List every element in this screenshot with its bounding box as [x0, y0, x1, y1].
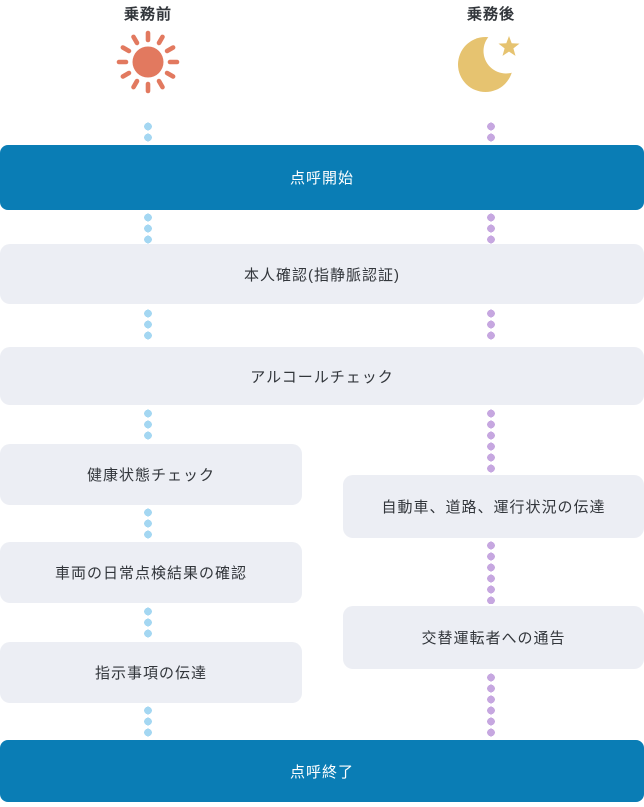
health-check-node: 健康状態チェック — [0, 444, 302, 505]
connector-dots — [487, 672, 495, 738]
after-duty-column-label: 乗務後 — [466, 6, 515, 23]
instructions-node: 指示事項の伝達 — [0, 642, 302, 703]
alcohol-check-node: アルコールチェック — [0, 347, 644, 405]
connector-dots — [144, 212, 152, 245]
start-node: 点呼開始 — [0, 145, 644, 210]
connector-dots — [144, 308, 152, 341]
moon-icon — [458, 28, 521, 92]
connector-dots — [487, 308, 495, 341]
connector-dots — [487, 121, 495, 143]
connector-dots — [144, 507, 152, 540]
connector-dots — [487, 540, 495, 604]
connector-dots — [144, 121, 152, 143]
relief-driver-notice-node: 交替運転者への通告 — [343, 606, 644, 669]
sun-icon — [116, 30, 180, 94]
connector-dots — [487, 212, 495, 245]
connector-dots — [144, 705, 152, 738]
vehicle-inspection-node: 車両の日常点検結果の確認 — [0, 542, 302, 603]
connector-dots — [144, 408, 152, 441]
vehicle-road-status-node: 自動車、道路、運行状況の伝達 — [343, 475, 644, 538]
identity-check-node: 本人確認(指静脈認証) — [0, 244, 644, 304]
end-node: 点呼終了 — [0, 740, 644, 802]
connector-dots — [144, 606, 152, 639]
before-duty-column-label: 乗務前 — [123, 6, 172, 23]
connector-dots — [487, 408, 495, 474]
